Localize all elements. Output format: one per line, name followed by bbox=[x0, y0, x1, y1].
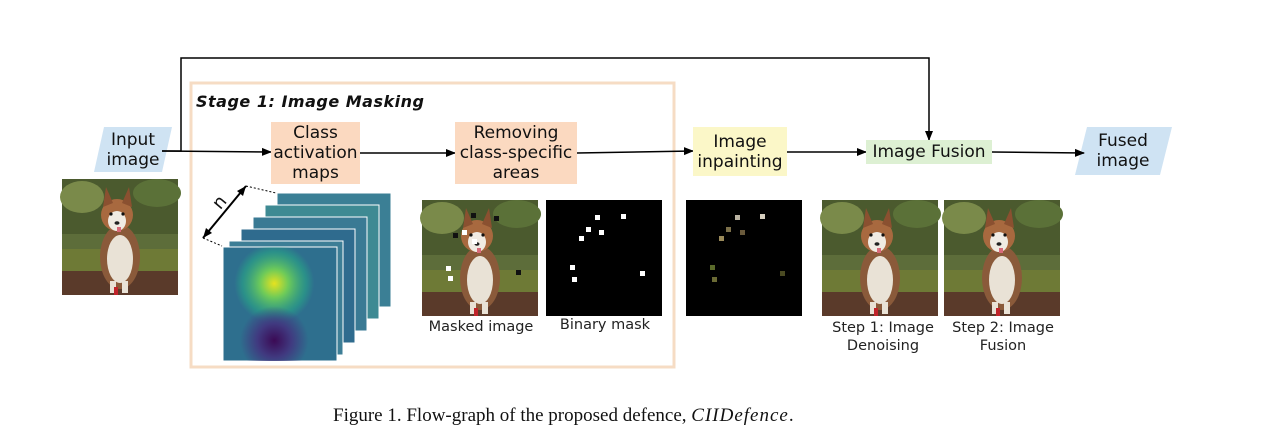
masked-caption: Masked image bbox=[428, 319, 534, 335]
inpainted-patches bbox=[686, 200, 802, 316]
step2-caption: Step 2: Image Fusion bbox=[952, 320, 1054, 354]
fusion-label: Image Fusion bbox=[872, 142, 986, 162]
cam-front-heatmap bbox=[222, 246, 338, 362]
masked-image bbox=[420, 200, 541, 316]
inpainting-box: Image inpainting bbox=[693, 127, 787, 176]
binary-caption: Binary mask bbox=[559, 317, 651, 333]
fused-parallelogram bbox=[1075, 127, 1172, 175]
fused-label: Fused image bbox=[1096, 131, 1150, 171]
figure-caption-name: CIIDefence bbox=[691, 405, 789, 426]
denoised-image bbox=[820, 200, 941, 316]
arrow-input-to-cam bbox=[161, 147, 272, 156]
inpainting-label: Image inpainting bbox=[697, 131, 783, 172]
cam-box: Class activation maps bbox=[271, 122, 360, 184]
arrow-fusion-to-fused bbox=[991, 148, 1085, 157]
input-image bbox=[60, 179, 181, 295]
figure-caption: Figure 1. Flow-graph of the proposed def… bbox=[333, 405, 794, 427]
fusion-box: Image Fusion bbox=[866, 140, 992, 164]
removing-label: Removing class-specific areas bbox=[459, 123, 573, 183]
figure-caption-prefix: Figure 1. Flow-graph of the proposed def… bbox=[333, 405, 692, 426]
fused-output-image bbox=[942, 200, 1063, 316]
cam-label: Class activation maps bbox=[273, 123, 358, 183]
input-label: Input image bbox=[106, 129, 160, 170]
stage-title: Stage 1: Image Masking bbox=[196, 92, 425, 111]
figure-caption-suffix: . bbox=[788, 405, 794, 426]
removing-box: Removing class-specific areas bbox=[455, 122, 577, 184]
step1-caption: Step 1: Image Denoising bbox=[832, 320, 934, 354]
binary-mask bbox=[546, 200, 662, 316]
arrow-removing-to-inpaint bbox=[576, 147, 694, 156]
stage1-border bbox=[189, 81, 676, 369]
input-parallelogram bbox=[94, 127, 172, 172]
